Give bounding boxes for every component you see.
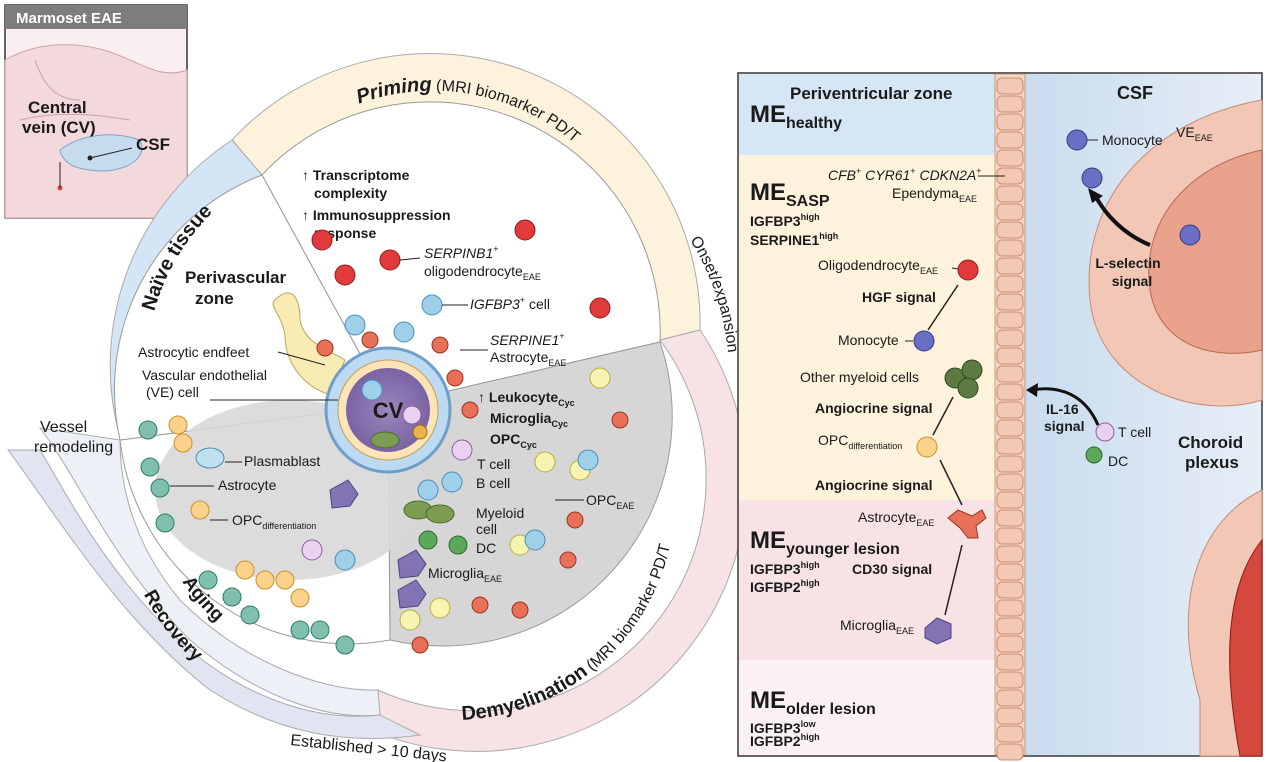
ependyma-cell [996,743,1024,761]
lesion-wheel: Priming(MRI biomarker PD/T Naïve tissue … [7,53,747,762]
sasp-genes: IGFBP3high SERPINE1high [750,207,838,248]
ependyma-cell [996,455,1024,473]
inset-central-vein: Central vein (CV) [22,98,96,137]
ependyma-cell [996,473,1024,491]
me-healthy-label: MEhealthy [750,101,842,132]
ependyma-cell [996,545,1024,563]
opc-diff-label: OPCdifferentiation [232,512,316,531]
me-sasp-label: MESASP [750,179,830,210]
other-myeloid-label: Other myeloid cells [800,369,919,385]
ependyma-cell [996,491,1024,509]
ependyma-cell [996,365,1024,383]
ependyma-cell [996,149,1024,167]
ependyma-cell [996,95,1024,113]
microglia-label: MicrogliaEAE [428,565,502,584]
ependyma-cell [996,509,1024,527]
ependyma-cell [996,653,1024,671]
oligo-label: OligodendrocyteEAE [818,257,938,276]
cd30-signal: CD30 signal [852,561,932,577]
ependyma-cell [996,437,1024,455]
b-cell-label: B cell [476,475,510,491]
demyelination-upregulated: ↑ LeukocyteCyc MicrogliaCyc OPCCyc [478,389,579,450]
plasmablast-label: Plasmablast [244,453,320,469]
astrocyte-label: Astrocyte [218,477,277,493]
dc-csf-label: DC [1108,453,1128,469]
marmoset-inset: Marmoset EAE Central vein (CV) CSF [4,4,188,219]
microglia-label: MicrogliaEAE [840,617,914,636]
ependyma-cell [996,563,1024,581]
ve-cell-label: Vascular endothelial(VE) cell [142,367,267,400]
igfbp3-cell-label: IGFBP3+ cell [470,295,550,312]
older-genes: IGFBP3low IGFBP2high [750,714,820,749]
inset-csf: CSF [136,135,170,154]
angiocrine-signal-1: Angiocrine signal [815,400,932,416]
serpinb1-label: SERPINB1+ oligodendrocyteEAE [424,239,541,282]
ependyma-cell [996,671,1024,689]
ependyma-cell [996,635,1024,653]
astrocyte-label: AstrocyteEAE [858,509,934,528]
hgf-signal: HGF signal [862,289,936,305]
ependyma-cell [996,185,1024,203]
ve-eae-label: VEEAE [1176,124,1213,143]
monocyte-csf-label: Monocyte [1102,132,1163,148]
ependyma-cell [996,419,1024,437]
serpine1-label: SERPINE1+ AstrocyteEAE [490,326,568,368]
younger-genes: IGFBP3high IGFBP2high [750,555,823,595]
t-cell-csf-label: T cell [1118,424,1151,440]
periventricular-panel: MEhealthy Periventricular zone CSF MESAS… [737,72,1263,761]
ependyma-cell [996,257,1024,275]
ependyma-cell [996,347,1024,365]
ependyma-cell [996,725,1024,743]
ependyma-cell [996,113,1024,131]
ependyma-cell [996,77,1024,95]
ependyma-cell [996,131,1024,149]
ependyma-cell [996,383,1024,401]
ependyma-cell [996,581,1024,599]
ependyma-cell [996,311,1024,329]
opc-diff-label: OPCdifferentiation [818,432,902,451]
dc-label: DC [476,540,496,556]
me-older-label: MEolder lesion [750,687,876,718]
ependyma-cell [996,527,1024,545]
ependyma-cell [996,401,1024,419]
ependyma-label: CFB+ CYR61+ CDKN2A+ EpendymaEAE [828,161,985,204]
ependyma-cell [996,599,1024,617]
priming-upregulated: ↑ Transcriptome complexity ↑ Immunosuppr… [302,167,454,241]
ependyma-cells [996,77,1024,761]
ependyma-cell [996,689,1024,707]
ependyma-cell [996,221,1024,239]
angiocrine-signal-2: Angiocrine signal [815,477,932,493]
csf-label: CSF [1117,83,1153,103]
ependyma-cell [996,239,1024,257]
ependyma-cell [996,275,1024,293]
me-younger-label: MEyounger lesion [750,527,900,558]
ependyma-cell [996,293,1024,311]
t-cell-label: T cell [477,456,510,472]
ependyma-cell [996,617,1024,635]
ependyma-cell [996,203,1024,221]
periventricular-label: Periventricular zone [790,84,953,103]
opc-eae-label: OPCEAE [586,492,634,511]
monocyte-label: Monocyte [838,332,899,348]
inset-title: Marmoset EAE [16,10,122,27]
center-label: CV [373,398,404,423]
ependyma-cell [996,329,1024,347]
astro-endfeet-label: Astrocytic endfeet [138,344,249,360]
ependyma-cell [996,707,1024,725]
